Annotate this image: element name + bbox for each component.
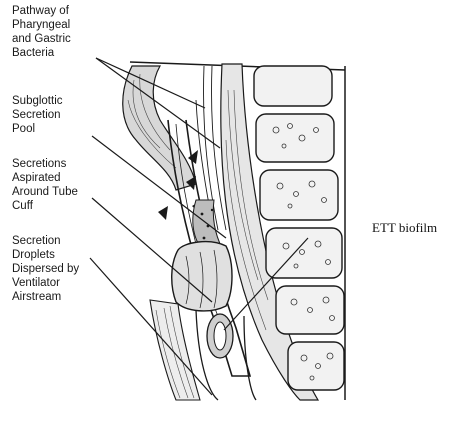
label-droplets: Secretion Droplets Dispersed by Ventilat… — [12, 234, 79, 304]
biofilm-inner — [214, 322, 226, 350]
label-subglottic: Subglottic Secretion Pool — [12, 94, 63, 136]
label-pathway: Pathway of Pharyngeal and Gastric Bacter… — [12, 4, 71, 60]
label-ett-biofilm: ETT biofilm — [372, 220, 437, 236]
label-aspirated: Secretions Aspirated Around Tube Cuff — [12, 157, 78, 213]
pharyngeal-tissue — [123, 66, 196, 190]
